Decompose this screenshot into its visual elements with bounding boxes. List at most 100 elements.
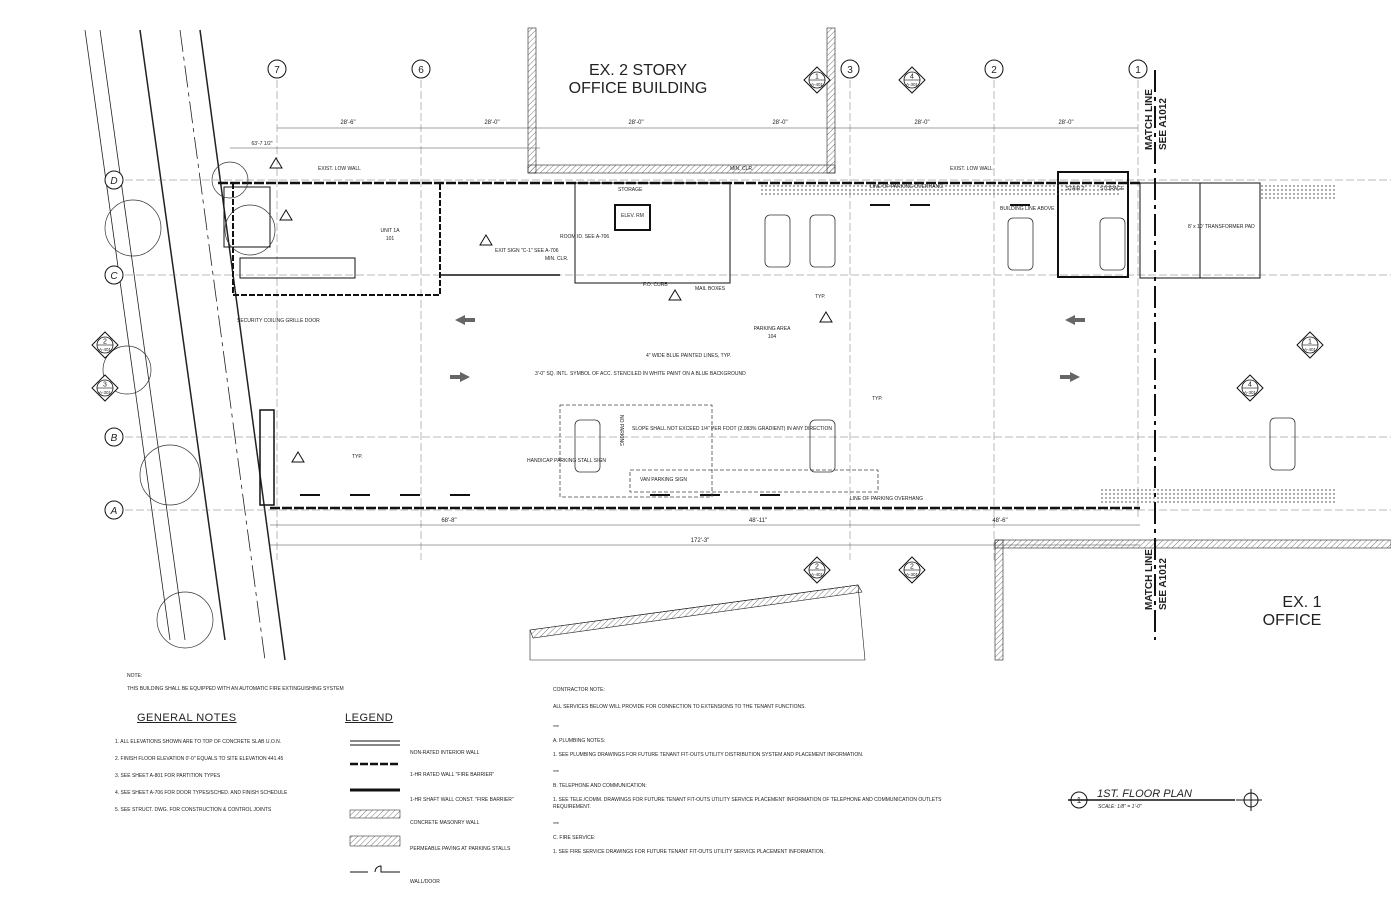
grid-column-bubble bbox=[840, 59, 860, 79]
mail-boxes-label: MAIL BOXES bbox=[695, 286, 726, 292]
dimension-bottom: 172'-3" bbox=[691, 538, 710, 544]
grid-column-label: 6 bbox=[418, 65, 424, 76]
trees bbox=[102, 161, 276, 649]
grid-row-label: C bbox=[110, 271, 118, 282]
match-line-top-ref: SEE A1012 bbox=[1158, 98, 1169, 150]
dimension-top: 28'-0" bbox=[628, 120, 643, 126]
unit-number: 101 bbox=[386, 236, 395, 242]
dimension-lines bbox=[230, 127, 1140, 546]
permeable-paving-right bbox=[1260, 183, 1335, 201]
section-marker-number: 2 bbox=[103, 339, 107, 346]
match-line-top-label: MATCH LINE bbox=[1144, 89, 1155, 150]
building-line-above-label: BUILDING LINE ABOVE bbox=[1000, 206, 1055, 212]
section-marker-number: 1 bbox=[1308, 339, 1312, 346]
legend: LEGEND NON-RATED INTERIOR WALL 1-HR RATED… bbox=[345, 712, 515, 894]
contractor-separator: *** bbox=[553, 770, 559, 776]
contractor-section-head: C. FIRE SERVICE: bbox=[553, 835, 596, 841]
grid-lines bbox=[125, 80, 1391, 560]
legend-item-label: NON-RATED INTERIOR WALL bbox=[410, 750, 480, 756]
dimension-bottom: 48'-6" bbox=[992, 518, 1007, 524]
match-line-bottom-label: MATCH LINE bbox=[1144, 549, 1155, 610]
grid-column-label: 2 bbox=[991, 65, 997, 76]
legend-list: NON-RATED INTERIOR WALL 1-HR RATED WALL "… bbox=[345, 724, 515, 894]
office-building-top-title: EX. 2 STORY bbox=[589, 62, 687, 79]
contractor-section-head: A. PLUMBING NOTES: bbox=[553, 738, 606, 744]
contractor-section-body: 1. SEE FIRE SERVICE DRAWINGS FOR FUTURE … bbox=[553, 849, 825, 855]
fo-curb-label: F.O. CURB bbox=[643, 282, 668, 288]
grid-row-bubble bbox=[104, 170, 124, 190]
section-marker-number: 1 bbox=[815, 74, 819, 81]
grid-column-bubble bbox=[411, 59, 431, 79]
legend-item-label: 1-HR RATED WALL "FIRE BARRIER" bbox=[410, 772, 495, 778]
legend-item-label: PERMEABLE PAVING AT PARKING STALLS bbox=[410, 846, 511, 852]
existing-building-right bbox=[994, 539, 1391, 661]
permeable-paving-bottom bbox=[1100, 488, 1335, 504]
parking-area-number: 104 bbox=[768, 334, 777, 340]
office-building-right-subtitle: OFFICE bbox=[1263, 612, 1322, 629]
legend-swatches bbox=[349, 740, 401, 873]
handicap-sign-label: HANDICAP PARKING STALL SIGN bbox=[527, 458, 606, 464]
contractor-sections: *** A. PLUMBING NOTES: 1. SEE PLUMBING DRA… bbox=[553, 722, 973, 856]
section-marker-sheet: A-401 bbox=[99, 347, 112, 352]
section-marker-number: 4 bbox=[1248, 382, 1252, 389]
legend-item-label: WALL/DOOR bbox=[410, 879, 440, 885]
section-marker-number: 4 bbox=[910, 74, 914, 81]
dimension-bottom: 68'-8" bbox=[441, 518, 456, 524]
storage-label-right: STORAGE bbox=[1100, 186, 1125, 192]
fire-note-label: NOTE: bbox=[127, 673, 143, 679]
match-line-bottom-ref: SEE A1012 bbox=[1158, 558, 1169, 610]
office-building-top-subtitle: OFFICE BUILDING bbox=[569, 80, 708, 97]
blue-lines-label: 4" WIDE BLUE PAINTED LINES, TYP. bbox=[646, 353, 731, 359]
existing-building-top bbox=[527, 27, 836, 174]
dimension-bottom: 48'-11" bbox=[749, 518, 767, 524]
general-notes-list: 1. ALL ELEVATIONS SHOWN ARE TO TOP OF CO… bbox=[115, 734, 345, 819]
parked-cars bbox=[574, 214, 1296, 473]
elev-room-label: ELEV. RM bbox=[621, 213, 644, 219]
no-parking-label: NO PARKING bbox=[618, 415, 624, 446]
legend-item-label: CONCRETE MASONRY WALL bbox=[410, 820, 480, 826]
exit-sign-label: EXIT SIGN "C-1" SEE A-706 bbox=[495, 248, 559, 254]
contractor-section-head: B. TELEPHONE AND COMMUNICATION: bbox=[553, 783, 647, 789]
section-marker-sheet: A-301 bbox=[1244, 390, 1257, 395]
grid-row-label: B bbox=[111, 433, 118, 444]
min-clr-label-1: MIN. CLR. bbox=[545, 256, 568, 262]
general-note-item: 5. SEE STRUCT. DWG. FOR CONSTRUCTION & C… bbox=[115, 807, 272, 813]
grid-row-bubble bbox=[104, 265, 124, 285]
dimension-top: 28'-0" bbox=[772, 120, 787, 126]
general-note-item: 2. FINISH FLOOR ELEVATION 0'-0" EQUALS T… bbox=[115, 756, 284, 762]
section-marker-sheet: A-301 bbox=[906, 572, 919, 577]
grid-row-label: D bbox=[110, 176, 117, 187]
stair-label: STAIR 2 bbox=[1066, 186, 1085, 192]
grid-row-bubble bbox=[104, 500, 124, 520]
plan-scale: SCALE: 1/8" = 1'-0" bbox=[1098, 804, 1142, 810]
section-marker-sheet: A-401 bbox=[1304, 347, 1317, 352]
contractor-separator: *** bbox=[553, 822, 559, 828]
section-marker-number: 3 bbox=[103, 382, 107, 389]
revision-triangles bbox=[269, 157, 833, 463]
section-marker-sheet: A-401 bbox=[811, 572, 824, 577]
security-grille-label: SECURITY COILING GRILLE DOOR bbox=[237, 318, 320, 324]
contractor-section-body: 1. SEE TELE./COMM. DRAWINGS FOR FUTURE T… bbox=[553, 797, 942, 810]
general-note-item: 4. SEE SHEET A-706 FOR DOOR TYPES/SCHED.… bbox=[115, 790, 288, 796]
min-clr-label-2: MIN. CLR. bbox=[730, 166, 753, 172]
accessible-symbol-label: 3'-0" SQ. INTL. SYMBOL OF ACC. STENCILED… bbox=[535, 371, 746, 377]
storage-label-left: STORAGE bbox=[618, 187, 643, 193]
typ-label-1: TYP. bbox=[815, 294, 825, 300]
contractor-separator: *** bbox=[553, 725, 559, 731]
contractor-section-body: 1. SEE PLUMBING DRAWINGS FOR FUTURE TENA… bbox=[553, 752, 864, 758]
legend-title: LEGEND bbox=[345, 712, 394, 724]
section-marker-sheet: A-401 bbox=[811, 82, 824, 87]
north-arrow-icon bbox=[1236, 789, 1262, 811]
van-parking-area bbox=[629, 469, 879, 493]
typ-label-2: TYP. bbox=[352, 454, 362, 460]
contractor-intro: ALL SERVICES BELOW WILL PROVIDE FOR CONN… bbox=[553, 704, 806, 710]
grid-column-bubble bbox=[1128, 59, 1148, 79]
slope-note-label: SLOPE SHALL NOT EXCEED 1/4" PER FOOT (2.… bbox=[632, 426, 832, 432]
grid-column-label: 1 bbox=[1135, 65, 1141, 76]
van-sign-label: VAN PARKING SIGN bbox=[640, 477, 687, 483]
fire-note-text: THIS BUILDING SHALL BE EQUIPPED WITH AN … bbox=[127, 686, 344, 692]
exist-low-wall-label-1: EXIST. LOW WALL bbox=[318, 166, 361, 172]
section-marker-number: 2 bbox=[815, 564, 819, 571]
general-notes-title: GENERAL NOTES bbox=[137, 712, 237, 724]
